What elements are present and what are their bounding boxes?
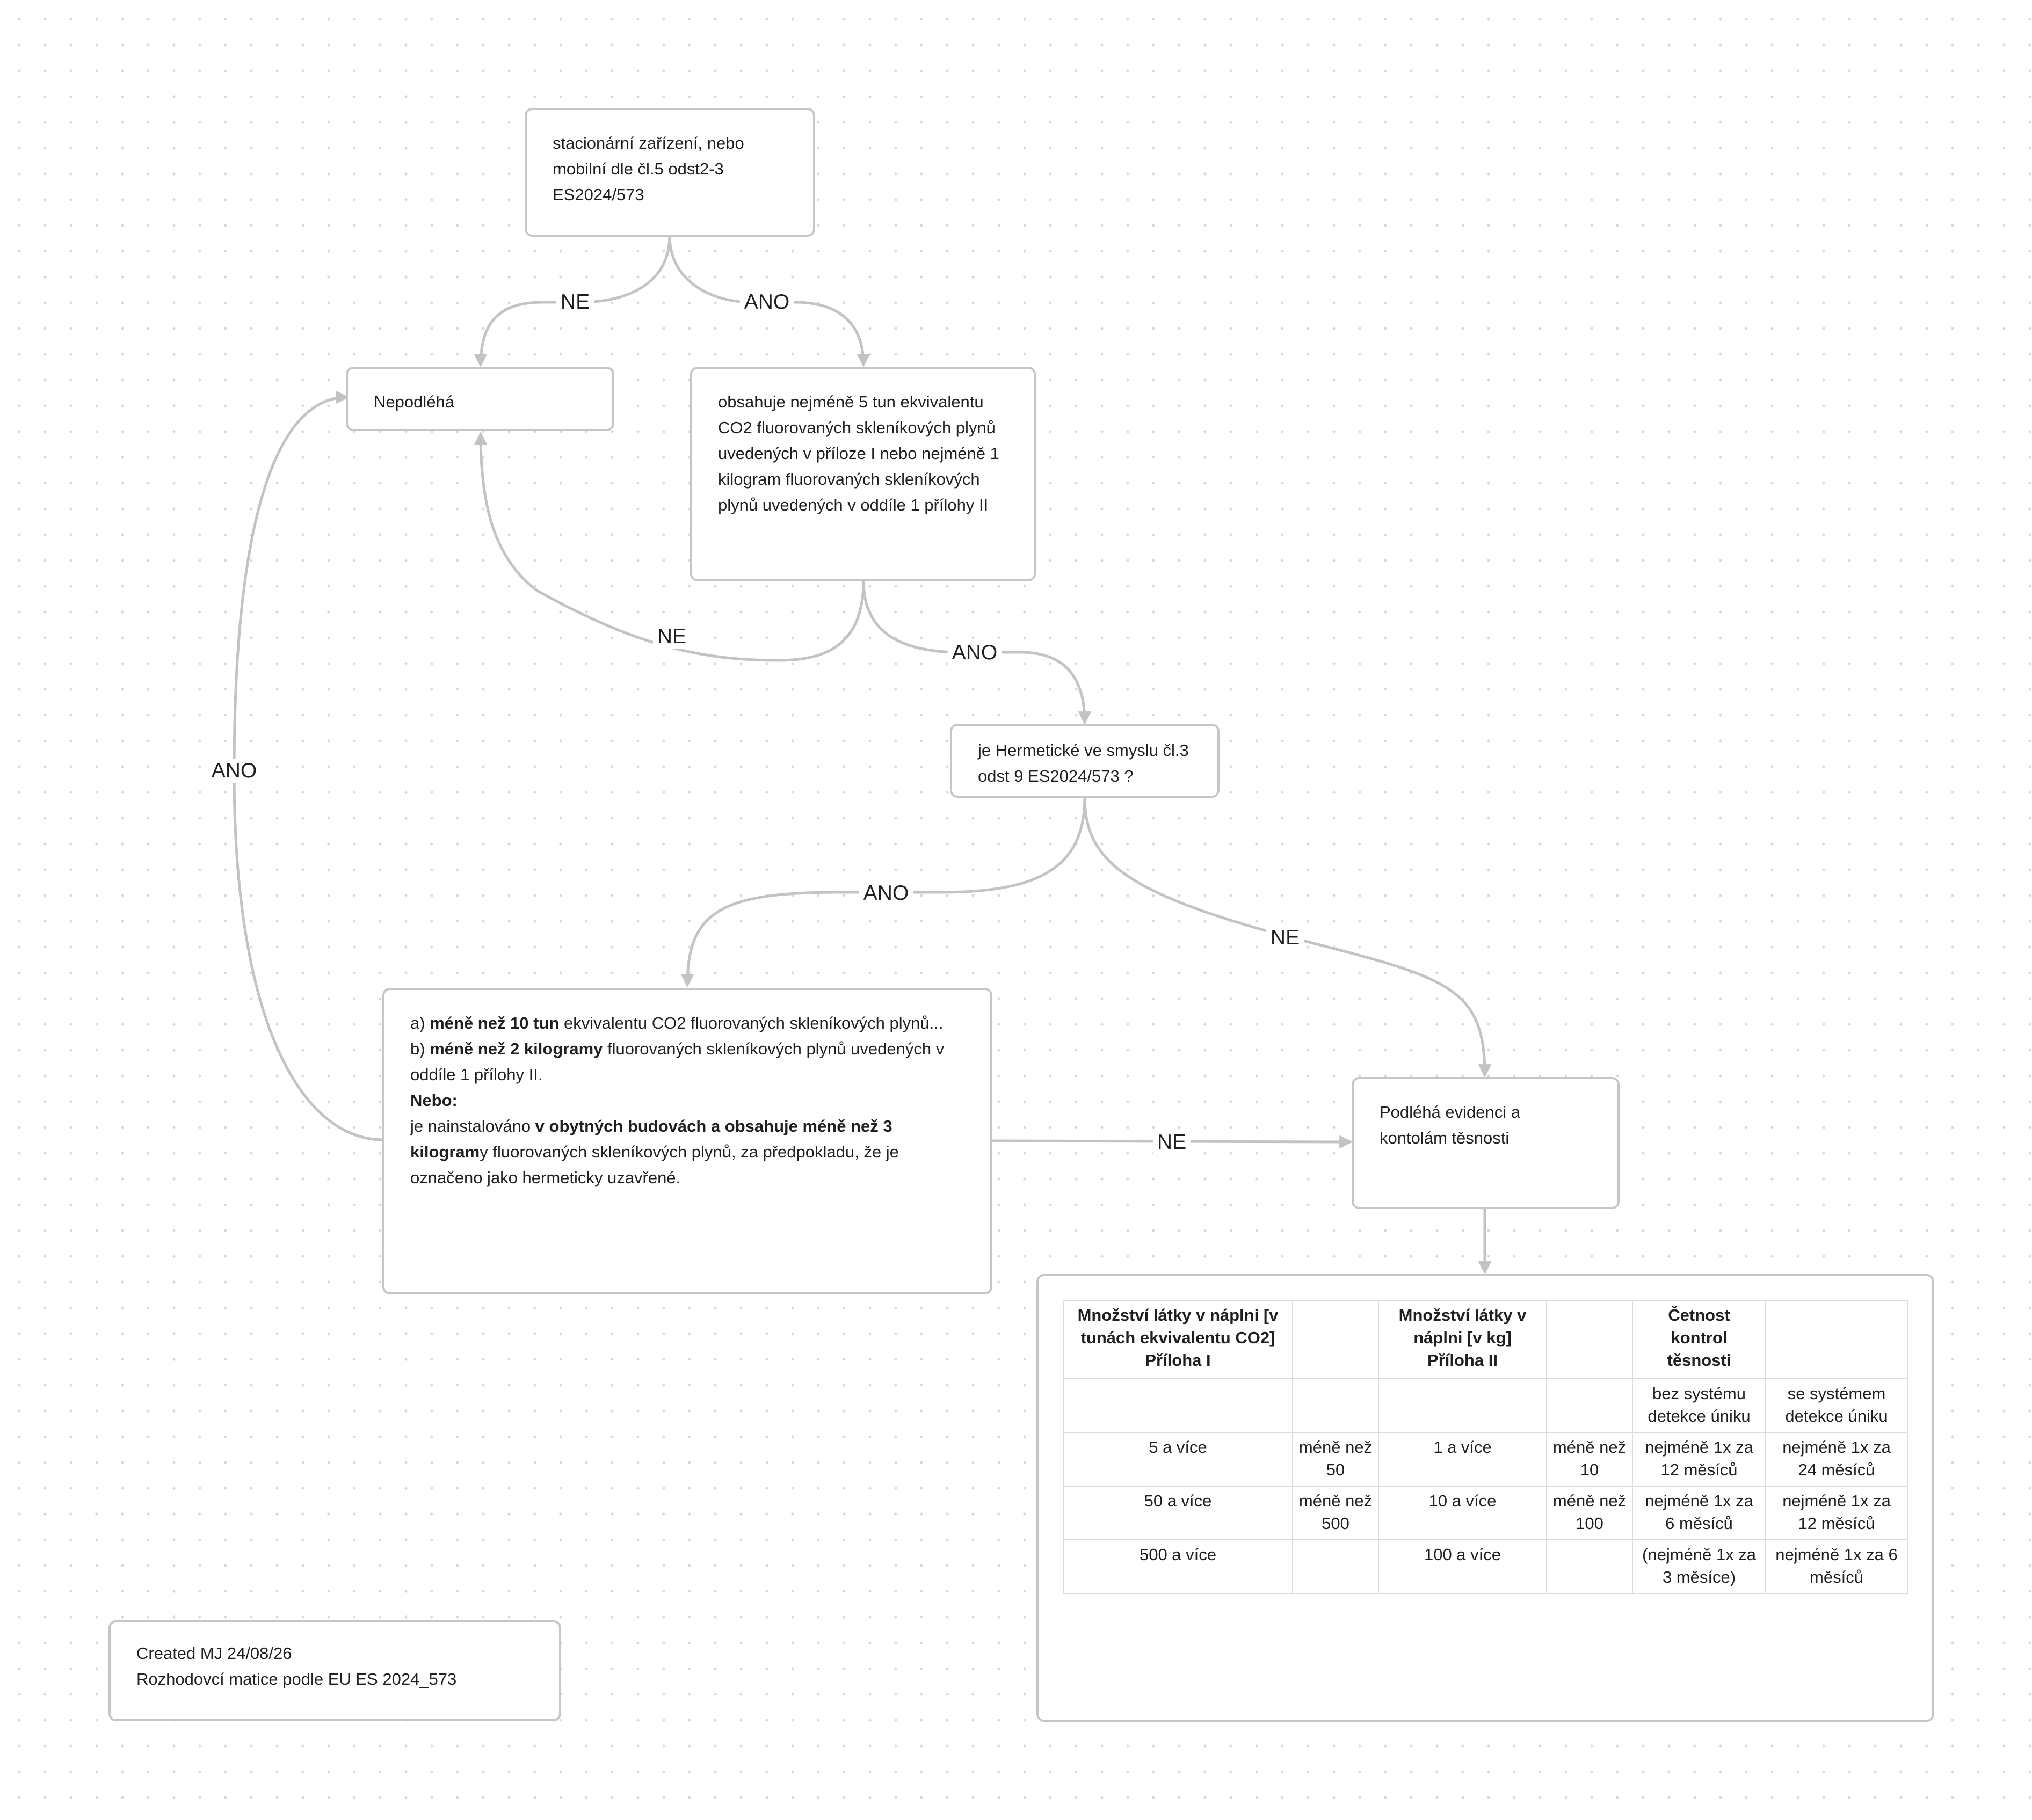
table-cell: se systémem detekce úniku <box>1765 1378 1908 1433</box>
table-cell: méně než 10 <box>1546 1432 1633 1487</box>
table-header-cell: Množství látky v náplni [v kg] Příloha I… <box>1378 1300 1547 1379</box>
table-cell: méně než 50 <box>1292 1432 1379 1487</box>
table-cell: (nejméně 1x za 3 měsíce) <box>1632 1539 1766 1594</box>
table-cell: nejméně 1x za 12 měsíců <box>1765 1486 1908 1540</box>
table-cell: 500 a více <box>1063 1539 1293 1594</box>
table-cell: nejméně 1x za 12 měsíců <box>1632 1432 1766 1487</box>
table-cell: 10 a více <box>1378 1486 1547 1540</box>
exempt-line-c: je nainstalováno v obytných budovách a o… <box>410 1117 899 1187</box>
edge-label-contains-no: NE <box>652 625 691 649</box>
table-header-row: Množství látky v náplni [v tunách ekviva… <box>1063 1300 1908 1379</box>
table-cell: 50 a více <box>1063 1486 1293 1540</box>
table-row: 50 a více méně než 500 10 a více méně ne… <box>1063 1486 1908 1540</box>
table-cell: méně než 100 <box>1546 1486 1633 1540</box>
table-cell: bez systému detekce úniku <box>1632 1378 1766 1433</box>
table-cell: nejméně 1x za 6 měsíců <box>1765 1539 1908 1594</box>
table-cell <box>1546 1378 1633 1433</box>
subject-text: Podléhá evidenci a kontolám těsnosti <box>1380 1103 1520 1147</box>
table-cell <box>1292 1378 1379 1433</box>
contains-node: obsahuje nejméně 5 tun ekvivalentu CO2 f… <box>690 367 1036 581</box>
edge-label-hermetic-yes: ANO <box>859 882 913 905</box>
exempt-line-b: b) méně než 2 kilogramy fluorovaných skl… <box>410 1039 945 1084</box>
table-header-cell <box>1292 1300 1379 1379</box>
table-row: 500 a více 100 a více (nejméně 1x za 3 m… <box>1063 1539 1908 1594</box>
hermetic-text: je Hermetické ve smyslu čl.3 odst 9 ES20… <box>978 741 1189 785</box>
edge-label-start-no: NE <box>556 290 594 314</box>
table-cell: nejméně 1x za 24 měsíců <box>1765 1432 1908 1487</box>
start-node: stacionární zařízení, nebo mobilní dle č… <box>525 108 815 237</box>
credit-node: Created MJ 24/08/26 Rozhodovcí matice po… <box>108 1620 561 1721</box>
exempt-node: a) méně než 10 tun ekvivalentu CO2 fluor… <box>382 988 992 1294</box>
table-cell: 5 a více <box>1063 1432 1293 1487</box>
table-row: 5 a více méně než 50 1 a více méně než 1… <box>1063 1432 1908 1487</box>
edge-label-hermetic-no: NE <box>1266 926 1304 950</box>
subject-node: Podléhá evidenci a kontolám těsnosti <box>1352 1077 1620 1209</box>
exempt-or-label: Nebo: <box>410 1091 458 1110</box>
table-cell: 100 a více <box>1378 1539 1547 1594</box>
table-header-cell <box>1765 1300 1908 1379</box>
leak-check-frequency-table: Množství látky v náplni [v tunách ekviva… <box>1063 1300 1908 1594</box>
table-header-cell: Množství látky v náplni [v tunách ekviva… <box>1063 1300 1293 1379</box>
not-subject-text: Nepodléhá <box>374 392 454 411</box>
table-cell <box>1292 1539 1379 1594</box>
not-subject-node: Nepodléhá <box>346 367 614 431</box>
table-cell: nejméně 1x za 6 měsíců <box>1632 1486 1766 1540</box>
contains-text: obsahuje nejméně 5 tun ekvivalentu CO2 f… <box>718 392 999 514</box>
edge-label-exempt-no: NE <box>1152 1131 1191 1154</box>
table-cell <box>1063 1378 1293 1433</box>
table-subheader-row: bez systému detekce úniku se systémem de… <box>1063 1378 1908 1433</box>
table-cell <box>1378 1378 1547 1433</box>
credit-line-2: Rozhodovcí matice podle EU ES 2024_573 <box>136 1670 457 1688</box>
table-cell <box>1546 1539 1633 1594</box>
start-node-text: stacionární zařízení, nebo mobilní dle č… <box>553 134 744 204</box>
edge-label-exempt-yes: ANO <box>207 759 262 783</box>
table-cell: méně než 500 <box>1292 1486 1379 1540</box>
table-cell: 1 a více <box>1378 1432 1547 1487</box>
table-header-cell: Četnost kontrol těsnosti <box>1632 1300 1766 1379</box>
edge-label-contains-yes: ANO <box>947 641 1002 665</box>
table-header-cell <box>1546 1300 1633 1379</box>
edge-label-start-yes: ANO <box>739 290 794 314</box>
exempt-line-a: a) méně než 10 tun ekvivalentu CO2 fluor… <box>410 1014 944 1032</box>
hermetic-node: je Hermetické ve smyslu čl.3 odst 9 ES20… <box>950 724 1220 798</box>
credit-line-1: Created MJ 24/08/26 <box>136 1644 292 1663</box>
